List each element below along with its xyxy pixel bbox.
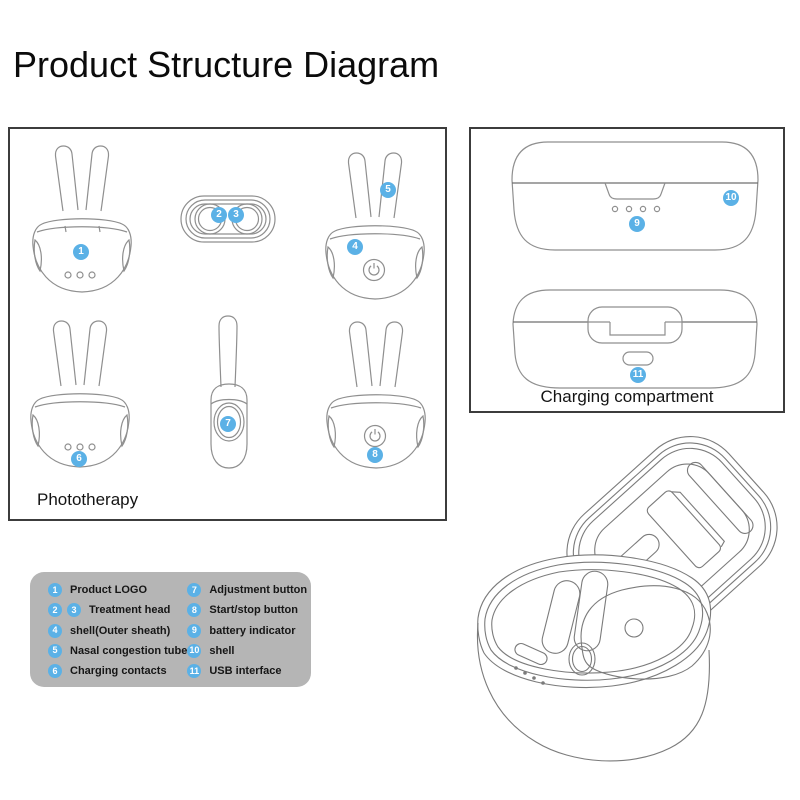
- legend-chip-10: 10: [187, 643, 202, 658]
- case-back-view: [512, 289, 758, 389]
- legend-item-8: 8 Start/stop button: [187, 601, 307, 619]
- hinge: [587, 306, 683, 344]
- device-logo-circle: [624, 618, 644, 638]
- legend-chip-7: 7: [187, 583, 202, 597]
- battery-indicator-dots: [611, 205, 661, 213]
- device-side-view: [210, 315, 248, 469]
- led-dots: [514, 666, 545, 685]
- charging-caption: Charging compartment: [540, 387, 714, 406]
- stored-device: [568, 585, 711, 680]
- stored-tubes: [541, 570, 609, 654]
- legend-item-2-3: 2 3 Treatment head: [48, 601, 187, 619]
- part-marker-5: 5: [380, 182, 396, 198]
- left-prong: [54, 145, 79, 212]
- right-wing: [122, 238, 131, 273]
- base-rim-outer: [477, 554, 712, 689]
- part-marker-6: 6: [71, 451, 87, 467]
- nasal-tube: [218, 315, 238, 388]
- part-marker-3: 3: [228, 207, 244, 223]
- part-marker-8: 8: [367, 447, 383, 463]
- legend-item-6: 6 Charging contacts: [48, 662, 187, 680]
- legend-chip-4: 4: [48, 623, 62, 638]
- legend-chip-6: 6: [48, 664, 62, 678]
- part-marker-10: 10: [723, 190, 739, 206]
- right-prong: [85, 145, 110, 212]
- part-marker-4: 4: [347, 239, 363, 255]
- legend-chip-2: 2: [48, 603, 62, 618]
- part-marker-7: 7: [220, 416, 236, 432]
- device-front-view-3: [30, 320, 130, 468]
- case-front-view: [511, 141, 759, 251]
- part-marker-1: 1: [73, 244, 89, 260]
- legend-item-11: 11 USB interface: [187, 662, 307, 680]
- legend-item-9: 9 battery indicator: [187, 622, 307, 640]
- base-front-face: [476, 622, 710, 762]
- left-wing: [33, 238, 42, 273]
- legend-chip-8: 8: [187, 603, 202, 618]
- legend-chip-5: 5: [48, 643, 62, 658]
- part-marker-2: 2: [211, 207, 227, 223]
- lid-notch: [604, 182, 666, 200]
- legend-item-10: 10 shell: [187, 643, 235, 658]
- power-icon: [363, 424, 387, 448]
- tube-loop: [568, 642, 596, 676]
- case-base: [476, 554, 712, 762]
- device-top-view: [180, 195, 276, 243]
- charging-contacts-dots: [64, 443, 96, 451]
- power-icon: [362, 258, 386, 282]
- legend-item-5: 5 Nasal congestion tube: [48, 642, 187, 660]
- case-shell: [511, 141, 759, 251]
- device-front-view-4: [326, 321, 426, 469]
- charging-contacts-dots: [64, 271, 96, 279]
- case-shell: [512, 289, 758, 389]
- part-marker-11: 11: [630, 367, 646, 383]
- parts-legend: 1 Product LOGO 2 3 Treatment head 4 shel…: [30, 572, 311, 687]
- legend-item-4: 4 shell(Outer sheath): [48, 622, 187, 640]
- page-title: Product Structure Diagram: [13, 44, 440, 85]
- usb-port: [622, 351, 654, 366]
- open-case-illustration: [476, 436, 778, 762]
- rim-slot: [514, 642, 548, 666]
- device-body: [32, 218, 132, 293]
- legend-chip-1: 1: [48, 583, 62, 597]
- lid-strip: [646, 490, 726, 569]
- device-body: [210, 383, 248, 469]
- legend-item-7: 7 Adjustment button: [187, 581, 307, 599]
- legend-chip-9: 9: [187, 623, 202, 638]
- part-marker-9: 9: [629, 216, 645, 232]
- legend-chip-3: 3: [67, 603, 81, 618]
- adjustment-button: [213, 402, 245, 442]
- collar-line: [36, 226, 128, 233]
- device-front-view-1: [32, 145, 132, 293]
- legend-chip-11: 11: [187, 664, 202, 678]
- legend-column-left: 1 Product LOGO 2 3 Treatment head 4 shel…: [48, 581, 187, 680]
- legend-item-1: 1 Product LOGO: [48, 581, 187, 599]
- charging-panel: Charging compartment: [469, 127, 785, 413]
- phototherapy-caption: Phototherapy: [37, 490, 139, 509]
- device-front-view-2: [325, 152, 425, 300]
- legend-column-right: 7 Adjustment button 8 Start/stop button …: [187, 581, 307, 680]
